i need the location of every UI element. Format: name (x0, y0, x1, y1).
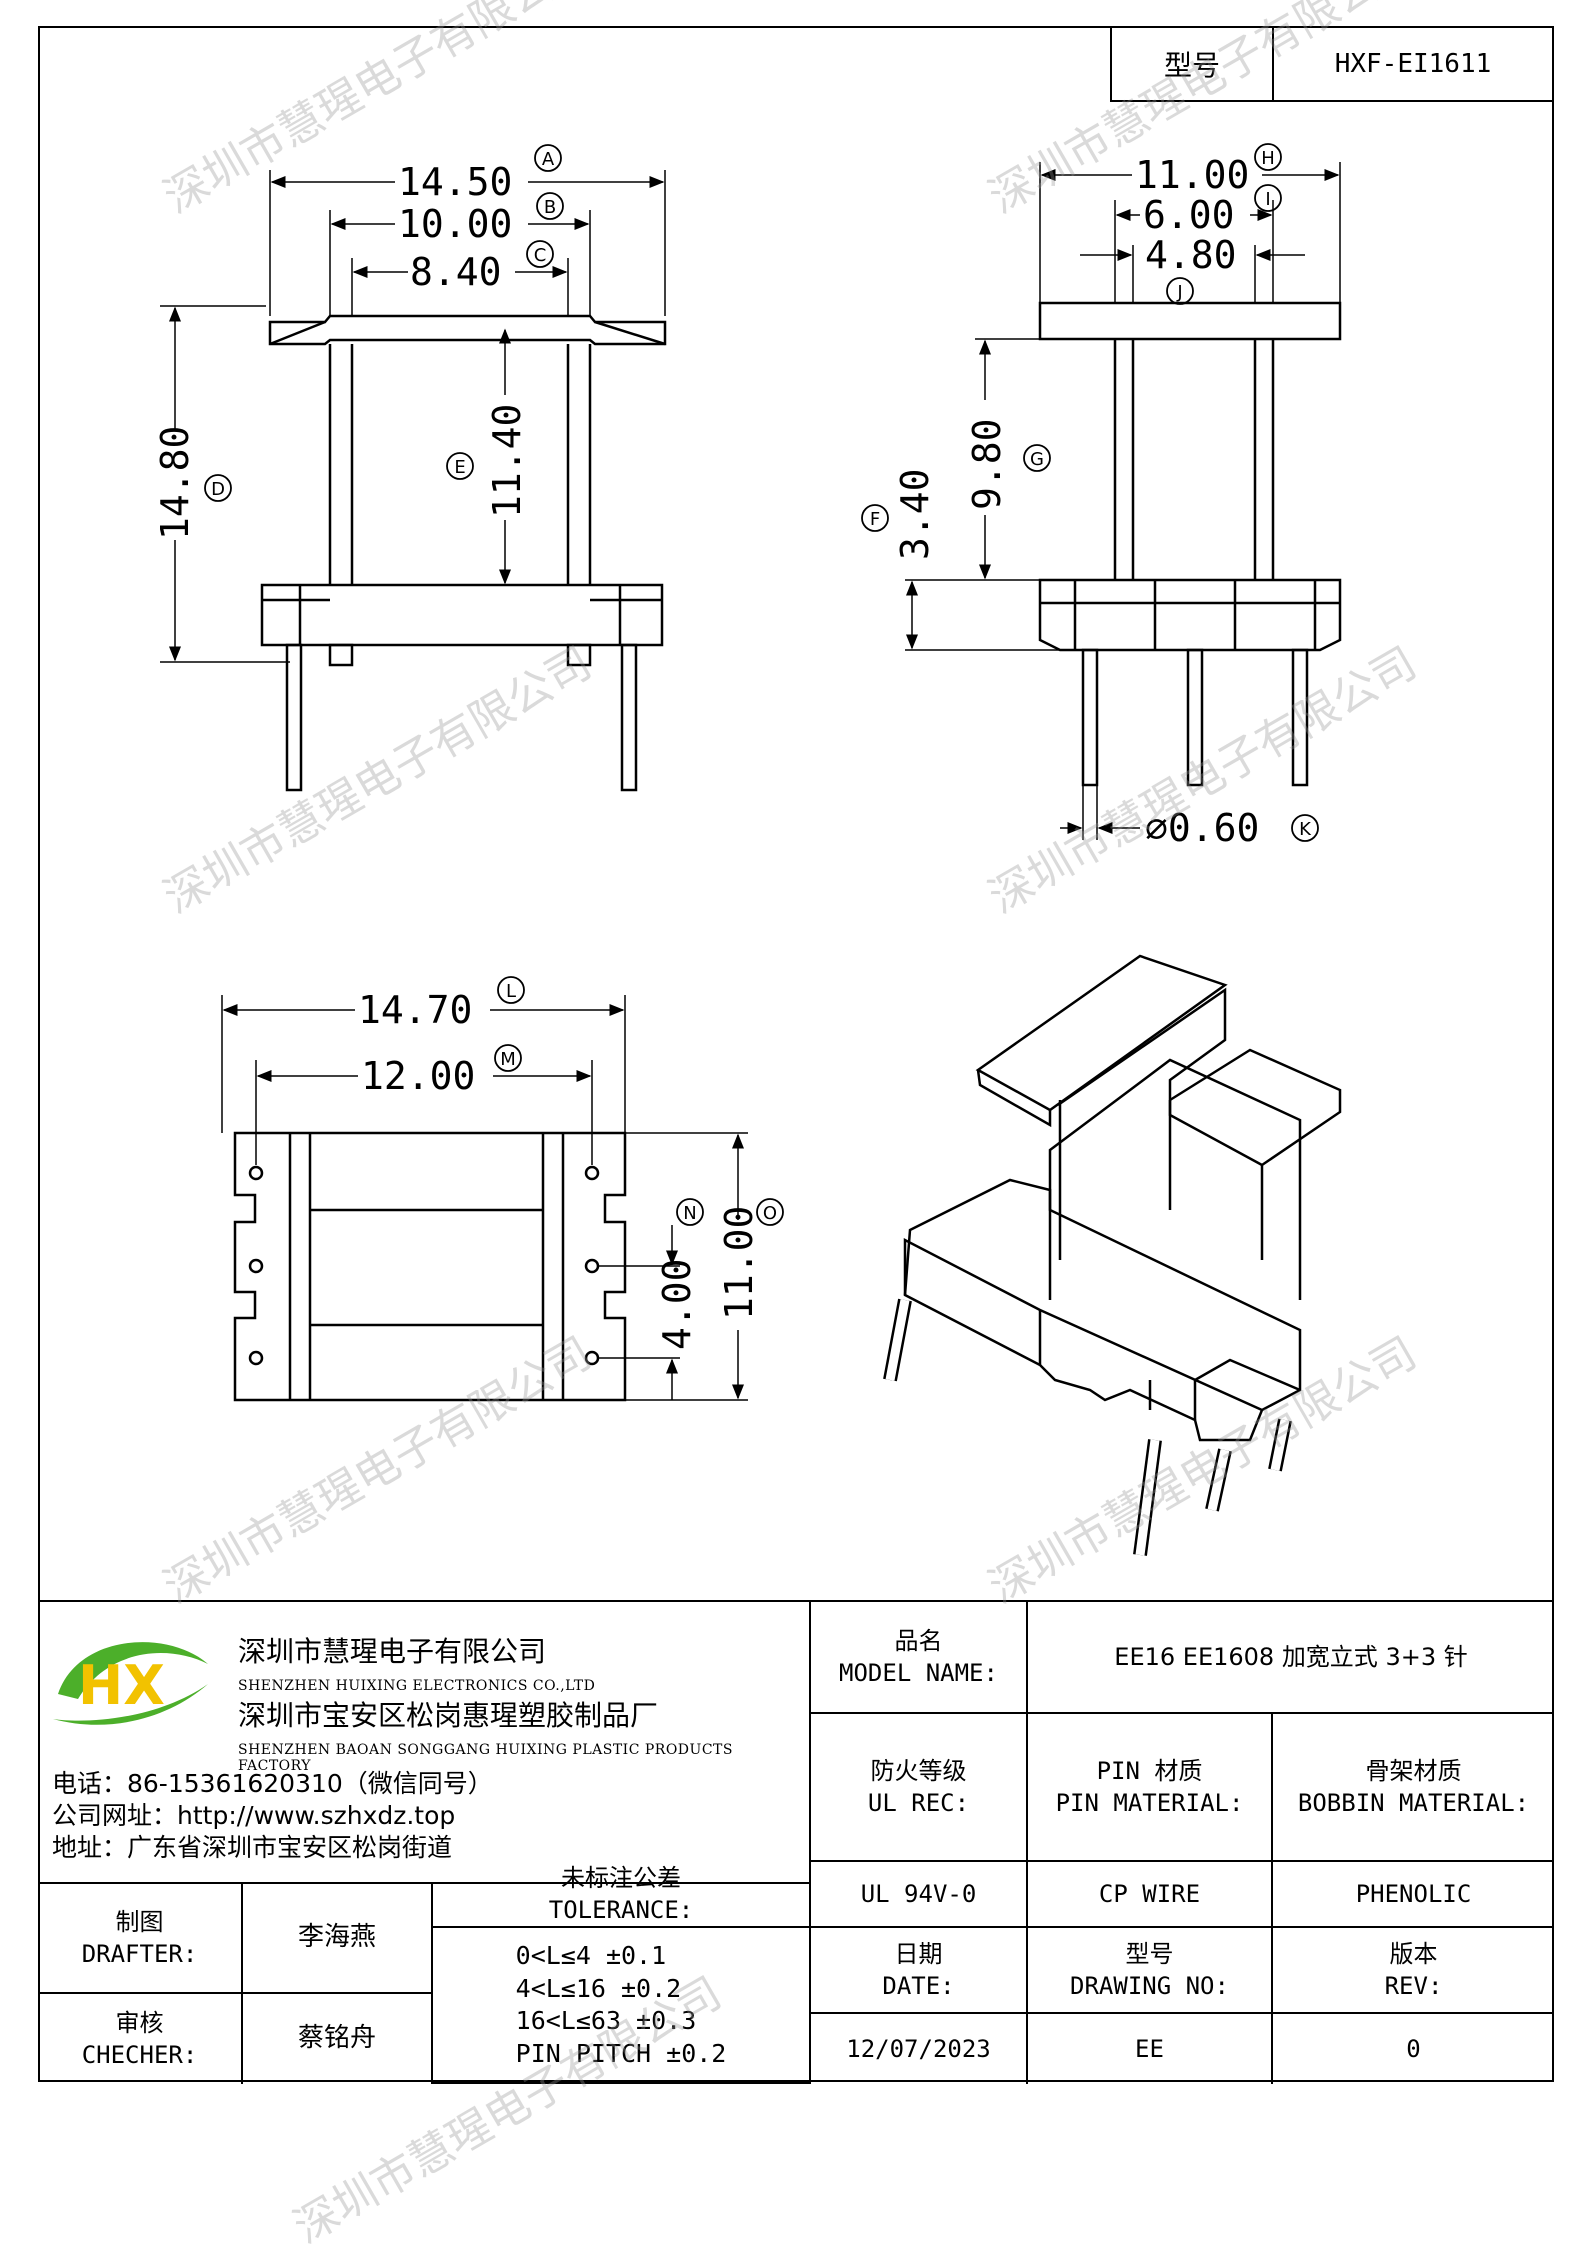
dim-a-text: 14.50 (398, 160, 512, 204)
tolerance-line-1: 0<L≤4 ±0.1 (515, 1941, 667, 1970)
product-name-label: 品名 MODEL NAME: (811, 1602, 1028, 1714)
drafter-name-text: 李海燕 (297, 1922, 376, 1953)
tag-b: B (544, 197, 556, 218)
tag-l: L (506, 981, 516, 1002)
front-view: 14.50 10.00 8.40 14.80 11.40 (153, 160, 667, 792)
dim-i-text: 6.00 (1143, 193, 1235, 237)
logo-text: HX (78, 1654, 165, 1717)
isometric-view (883, 954, 1342, 1556)
fire-label-cn: 防火等级 (870, 1756, 967, 1785)
dim-n-text: 4.00 (655, 1258, 699, 1350)
dim-g-text: 9.80 (965, 418, 1009, 510)
dim-f-text: 3.40 (893, 468, 937, 560)
tag-a: A (542, 149, 555, 170)
date-value: 12/07/2023 (811, 2014, 1028, 2084)
company-phone: 电话：86-15361620310（微信同号） (52, 1769, 493, 1798)
model-number-label: 型号 (1112, 28, 1274, 100)
dim-m-text: 12.00 (361, 1054, 475, 1098)
product-label-cn: 品名 (894, 1626, 943, 1655)
rev-value: 0 (1406, 2034, 1421, 2063)
tag-f: F (870, 509, 880, 530)
drawing-no-label: 型号 DRAWING NO: (1028, 1928, 1273, 2014)
checker-label-cn: 审核 (115, 2008, 164, 2037)
bobbin-label-en: BOBBIN MATERIAL: (1297, 1789, 1530, 1817)
company-logo-icon: HX (53, 1642, 208, 1725)
company-website[interactable]: 公司网址：http://www.szhxdz.top (52, 1801, 456, 1830)
drafter-label-en: DRAFTER: (81, 1940, 198, 1968)
product-name-value: EE16 EE1608 加宽立式 3+3 针 (1028, 1602, 1554, 1714)
drawing-no-value: EE (1028, 2014, 1273, 2084)
drawing-frame (38, 26, 1554, 2082)
drafter-label-cn: 制图 (115, 1907, 164, 1936)
company-name-cn: 深圳市慧瑆电子有限公司 (238, 1635, 547, 1668)
tolerance-line-3: 16<L≤63 ±0.3 (515, 2006, 697, 2035)
tag-k: K (1299, 819, 1312, 840)
company-name-en: SHENZHEN HUIXING ELECTRONICS CO.,LTD (238, 1678, 596, 1694)
checker-name: 蔡铭舟 (243, 1994, 433, 2084)
pin-label-cn: PIN 材质 (1096, 1756, 1203, 1785)
tag-n: N (683, 1203, 696, 1224)
side-view: 11.00 6.00 4.80 9.80 3.40 ⌀0.60 (893, 153, 1342, 850)
fire-label-en: UL REC: (867, 1789, 970, 1817)
technical-drawing: 14.50 10.00 8.40 14.80 11.40 (153, 143, 1342, 1556)
tag-o: O (763, 1203, 777, 1224)
dim-b-text: 10.00 (398, 202, 512, 246)
dim-c-text: 8.40 (410, 250, 502, 294)
date-label-cn: 日期 (894, 1939, 943, 1968)
tag-m: M (500, 1049, 516, 1070)
date-label: 日期 DATE: (811, 1928, 1028, 2014)
dimension-tags: A B C D E H I J G F K L M N O (204, 143, 1319, 1226)
checker-label-en: CHECHER: (81, 2041, 198, 2069)
product-label-en: MODEL NAME: (839, 1659, 998, 1687)
rev-label: 版本 REV: (1273, 1928, 1554, 2014)
tag-h: H (1261, 148, 1275, 169)
factory-name-cn: 深圳市宝安区松岗惠瑆塑胶制品厂 (238, 1699, 659, 1732)
drafter-label: 制图 DRAFTER: (38, 1884, 243, 1994)
tolerance-line-2: 4<L≤16 ±0.2 (515, 1973, 682, 2003)
bobbin-material-value: PHENOLIC (1273, 1862, 1554, 1928)
tolerance-values: 0<L≤4 ±0.1 4<L≤16 ±0.2 16<L≤63 ±0.3 PIN … (433, 1928, 811, 2084)
tag-i: I (1265, 189, 1270, 210)
product-value: EE16 EE1608 加宽立式 3+3 针 (1114, 1642, 1468, 1671)
dim-h-text: 11.00 (1135, 153, 1249, 197)
drafter-name: 李海燕 (243, 1884, 433, 1994)
pin-label-en: PIN MATERIAL: (1055, 1789, 1244, 1817)
model-number-box: 型号 HXF-EI1611 (1110, 26, 1554, 102)
tolerance-label: 未标注公差 TOLERANCE: (433, 1862, 811, 1928)
company-address: 地址：广东省深圳市宝安区松岗街道 (52, 1833, 453, 1862)
tolerance-label-cn: 未标注公差 (561, 1863, 681, 1892)
rev-label-cn: 版本 (1389, 1939, 1438, 1968)
drawing-label-en: DRAWING NO: (1070, 1972, 1229, 2000)
dim-l-text: 14.70 (358, 988, 472, 1032)
drawing-label-cn: 型号 (1125, 1939, 1174, 1968)
tag-j: J (1176, 282, 1182, 303)
bobbin-material-label: 骨架材质 BOBBIN MATERIAL: (1273, 1714, 1554, 1862)
tag-c: C (534, 245, 547, 266)
tolerance-line-4: PIN PITCH ±0.2 (515, 2038, 727, 2068)
date-label-en: DATE: (882, 1972, 955, 2000)
title-block: HX 深圳市慧瑆电子有限公司 SHENZHEN HUIXING ELECTRON… (38, 1600, 1554, 2084)
checker-name-text: 蔡铭舟 (297, 2023, 376, 2054)
dim-e-text: 11.40 (485, 404, 529, 518)
pin-material-label: PIN 材质 PIN MATERIAL: (1028, 1714, 1273, 1862)
fire-rating-value: UL 94V-0 (811, 1862, 1028, 1928)
dim-d-text: 14.80 (153, 426, 197, 540)
tag-g: G (1030, 449, 1044, 470)
company-info: HX 深圳市慧瑆电子有限公司 SHENZHEN HUIXING ELECTRON… (38, 1602, 811, 1884)
tag-e: E (454, 457, 465, 478)
dim-k-text: ⌀0.60 (1145, 806, 1259, 850)
dim-j-text: 4.80 (1145, 233, 1237, 277)
checker-label: 审核 CHECHER: (38, 1994, 243, 2084)
factory-name-en: SHENZHEN BAOAN SONGGANG HUIXING PLASTIC … (238, 1742, 733, 1774)
tolerance-label-en: TOLERANCE: (548, 1896, 694, 1924)
dim-o-text: 11.00 (717, 1206, 761, 1320)
pin-material-value: CP WIRE (1028, 1862, 1273, 1928)
model-number-value: HXF-EI1611 (1334, 49, 1492, 79)
tag-d: D (211, 479, 225, 500)
bobbin-label-cn: 骨架材质 (1365, 1756, 1462, 1785)
fire-rating-label: 防火等级 UL REC: (811, 1714, 1028, 1862)
bottom-view: 14.70 12.00 4.00 11.00 (221, 988, 761, 1402)
rev-label-en: REV: (1384, 1972, 1443, 2000)
